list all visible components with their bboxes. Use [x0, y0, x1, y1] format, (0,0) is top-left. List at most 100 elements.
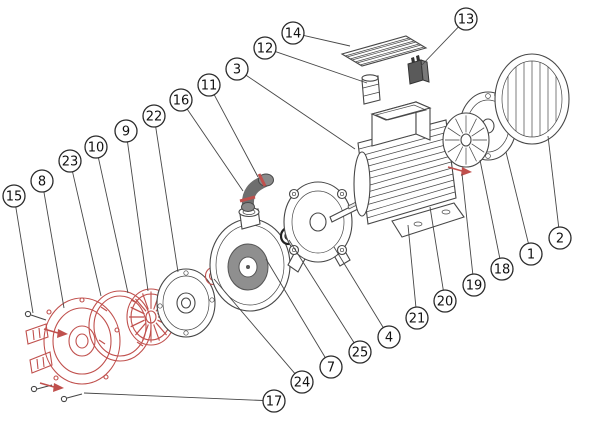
motor-body — [353, 119, 465, 238]
balloon-label-17: 17 — [266, 395, 283, 410]
balloon-label-14: 14 — [285, 27, 302, 42]
callout-13: 13 — [420, 7, 478, 67]
balloon-label-23: 23 — [62, 155, 79, 170]
callout-2: 2 — [547, 135, 572, 250]
balloon-1 — [519, 242, 543, 266]
leader-line-25 — [288, 239, 355, 343]
balloon-label-7: 7 — [327, 361, 335, 376]
callout-16: 16 — [169, 88, 244, 192]
callout-4: 4 — [333, 246, 401, 349]
balloon-label-16: 16 — [173, 94, 190, 109]
leader-line-1 — [505, 151, 529, 244]
leader-line-23 — [72, 171, 102, 297]
balloon-label-13: 13 — [458, 13, 475, 28]
leader-line-12 — [275, 51, 368, 84]
capacitor — [361, 74, 381, 105]
callout-25: 25 — [288, 239, 372, 364]
seal-plate — [156, 268, 216, 338]
leader-line-14 — [303, 34, 351, 47]
balloon-label-25: 25 — [352, 346, 369, 361]
leader-line-16 — [186, 108, 244, 192]
callout-10: 10 — [84, 135, 129, 294]
motor-feet — [391, 202, 465, 238]
leader-line-19 — [461, 173, 474, 275]
balloon-label-9: 9 — [122, 125, 130, 140]
leader-line-17 — [83, 392, 264, 401]
balloon-label-15: 15 — [6, 190, 23, 205]
callout-19: 19 — [461, 173, 486, 297]
callout-9: 9 — [114, 119, 149, 292]
balloon-14 — [281, 21, 305, 45]
balloon-12 — [253, 36, 277, 60]
elbow-fitting — [239, 173, 274, 212]
leader-line-15 — [15, 206, 34, 314]
balloon-25 — [348, 340, 372, 364]
balloon-11 — [197, 73, 221, 97]
balloon-19 — [462, 273, 486, 297]
balloon-13 — [454, 7, 478, 31]
callout-24: 24 — [213, 278, 314, 394]
callout-18: 18 — [479, 159, 514, 281]
balloon-22 — [142, 104, 166, 128]
leader-line-8 — [43, 191, 65, 309]
highlight-arrow-left-bottom — [39, 382, 64, 392]
balloon-18 — [490, 257, 514, 281]
balloon-21 — [405, 306, 429, 330]
balloon-label-20: 20 — [437, 295, 454, 310]
callout-21: 21 — [405, 224, 429, 330]
balloon-24 — [290, 370, 314, 394]
balloon-label-21: 21 — [409, 312, 426, 327]
callout-11: 11 — [197, 73, 259, 178]
leader-line-22 — [155, 126, 179, 273]
balloon-2 — [548, 226, 572, 250]
motor-fan — [442, 112, 490, 168]
housing-bolts — [24, 310, 83, 403]
balloon-label-4: 4 — [385, 331, 393, 346]
leader-line-13 — [420, 26, 459, 67]
callout-23: 23 — [58, 149, 102, 297]
balloon-4 — [377, 325, 401, 349]
motor-fins — [358, 125, 456, 219]
callout-1: 1 — [505, 151, 543, 266]
pump-front-housing — [25, 297, 121, 385]
leader-line-11 — [213, 94, 259, 178]
balloon-17 — [262, 389, 286, 413]
balloon-23 — [58, 149, 82, 173]
balloon-label-8: 8 — [38, 175, 46, 190]
fan-cover — [494, 53, 570, 145]
callout-7: 7 — [265, 258, 343, 379]
balloon-label-18: 18 — [494, 263, 511, 278]
balloon-label-11: 11 — [201, 79, 218, 94]
callout-3: 3 — [225, 57, 356, 150]
leader-line-10 — [97, 157, 129, 294]
balloon-3 — [225, 57, 249, 81]
balloon-16 — [169, 88, 193, 112]
balloon-label-3: 3 — [233, 63, 241, 78]
highlight-arrow-left-top — [43, 328, 68, 338]
callout-15: 15 — [2, 184, 34, 314]
leader-line-7 — [265, 258, 326, 358]
motor-bracket — [283, 181, 353, 273]
callout-17: 17 — [83, 389, 286, 413]
callout-8: 8 — [30, 169, 65, 309]
terminal-cover — [407, 55, 430, 85]
balloon-label-24: 24 — [294, 376, 311, 391]
balloon-20 — [433, 289, 457, 313]
louvered-cover — [340, 35, 428, 67]
terminal-box — [370, 101, 432, 147]
leader-line-18 — [479, 159, 501, 259]
leader-line-4 — [333, 246, 384, 328]
callout-12: 12 — [253, 36, 368, 84]
balloon-label-22: 22 — [146, 110, 163, 125]
leader-line-24 — [213, 278, 296, 374]
balloon-label-1: 1 — [527, 248, 535, 263]
callout-22: 22 — [142, 104, 179, 273]
pump-body — [209, 206, 291, 312]
balloon-10 — [84, 135, 108, 159]
leader-line-3 — [245, 74, 356, 150]
leader-line-21 — [407, 224, 417, 308]
balloon-9 — [114, 119, 138, 143]
balloon-15 — [2, 184, 26, 208]
